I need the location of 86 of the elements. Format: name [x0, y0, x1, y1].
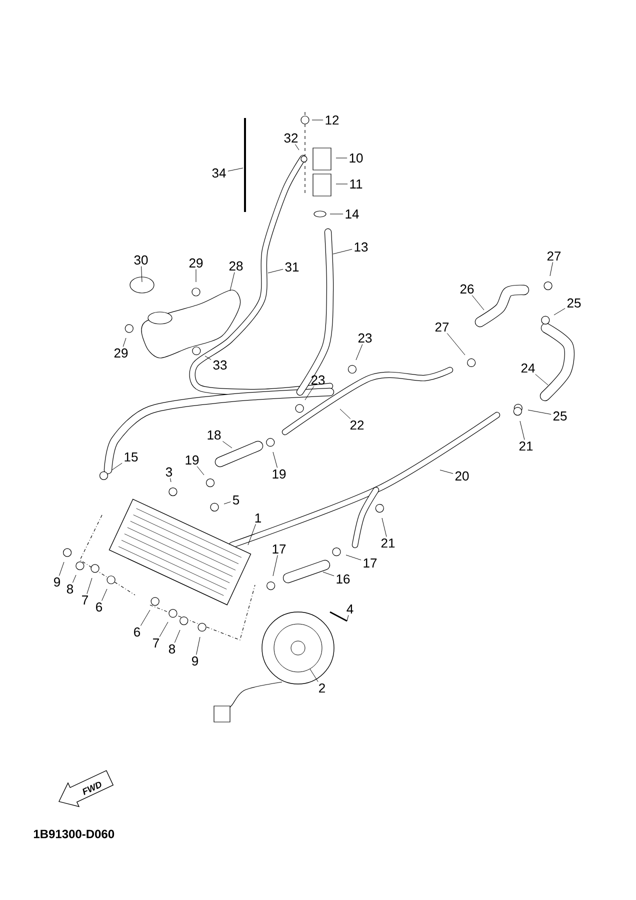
- callout-number: 23: [311, 375, 325, 385]
- leader-line: [222, 441, 232, 448]
- leader-line: [170, 478, 172, 482]
- leader-line: [141, 266, 142, 282]
- leader-line: [58, 562, 64, 576]
- callout-number: 3: [166, 467, 172, 477]
- leader-line: [248, 524, 256, 546]
- callout-number: 11: [350, 180, 362, 188]
- callout-number: 6: [134, 627, 140, 637]
- leader-line: [294, 144, 300, 150]
- callout-number: 27: [547, 251, 561, 261]
- leader-line: [528, 410, 552, 415]
- callout-number: 25: [553, 411, 567, 421]
- callout-number: 28: [229, 261, 243, 271]
- leader-line: [102, 588, 108, 601]
- callout-number: 29: [114, 348, 128, 358]
- leader-line: [272, 554, 278, 576]
- leader-line: [520, 420, 525, 440]
- leader-line: [224, 502, 231, 504]
- leader-line: [356, 344, 363, 360]
- callout-number: 27: [435, 322, 449, 332]
- leader-line: [440, 470, 454, 474]
- leader-line: [272, 452, 278, 468]
- leader-line: [346, 554, 362, 560]
- leader-line: [140, 610, 150, 626]
- callout-number: 6: [96, 602, 102, 612]
- callout-number: 18: [208, 430, 221, 440]
- callout-number: 26: [460, 284, 474, 294]
- callout-number: 34: [212, 168, 226, 178]
- leader-line: [174, 630, 180, 643]
- leader-line: [310, 668, 318, 682]
- leader-line: [159, 622, 168, 638]
- callout-number: 23: [358, 333, 372, 343]
- leader-line: [535, 374, 548, 386]
- leader-line: [554, 308, 566, 316]
- callout-number: 32: [284, 133, 298, 143]
- callout-number: 15: [124, 452, 138, 462]
- callout-number: 24: [521, 363, 535, 373]
- callout-number: 19: [186, 455, 199, 465]
- leader-line: [196, 636, 200, 655]
- callout-number: 33: [213, 360, 227, 370]
- callout-number: 30: [134, 255, 148, 265]
- callout-number: 2: [319, 683, 325, 693]
- leader-line: [112, 462, 122, 470]
- leader-line: [472, 295, 484, 310]
- part-code: 1B91300-D060: [34, 830, 114, 838]
- leader-line: [382, 518, 387, 538]
- leader-line: [228, 168, 244, 172]
- callout-number: 16: [336, 574, 350, 584]
- leader-line: [550, 262, 553, 276]
- leader-line: [332, 249, 352, 254]
- callout-number: 13: [354, 242, 368, 252]
- leader-line: [304, 386, 314, 400]
- callout-number: 20: [455, 471, 469, 481]
- callout-number: 8: [66, 584, 74, 594]
- callout-number: 9: [54, 577, 60, 587]
- callout-number: 1: [255, 514, 261, 522]
- leader-line: [72, 574, 76, 583]
- leader-line: [346, 614, 349, 622]
- callout-number: 17: [272, 544, 286, 554]
- leader-line: [204, 356, 212, 360]
- callout-number: 17: [364, 558, 377, 568]
- callout-number: 12: [326, 115, 339, 125]
- callout-number: 21: [381, 538, 395, 548]
- leader-line: [268, 269, 284, 274]
- callout-number: 22: [350, 420, 364, 430]
- callout-number: 7: [153, 638, 159, 648]
- leader-line: [340, 408, 351, 420]
- callout-number: 31: [285, 262, 299, 272]
- callout-number: 19: [272, 469, 286, 479]
- callout-number: 9: [192, 656, 198, 666]
- callout-number: 7: [82, 596, 88, 604]
- leader-line: [230, 272, 235, 292]
- callout-number: 4: [346, 604, 354, 614]
- callout-number: 14: [346, 210, 359, 218]
- callout-number: 25: [567, 298, 581, 308]
- leader-line: [196, 466, 204, 476]
- callout-number: 29: [189, 258, 203, 268]
- callout-number: 5: [232, 495, 240, 505]
- leader-line: [122, 338, 126, 347]
- leader-line: [86, 578, 92, 594]
- leader-line: [322, 572, 334, 576]
- callout-number: 8: [168, 644, 176, 654]
- callout-number: 10: [350, 153, 363, 163]
- leader-line: [446, 333, 466, 356]
- callout-number: 21: [519, 441, 533, 451]
